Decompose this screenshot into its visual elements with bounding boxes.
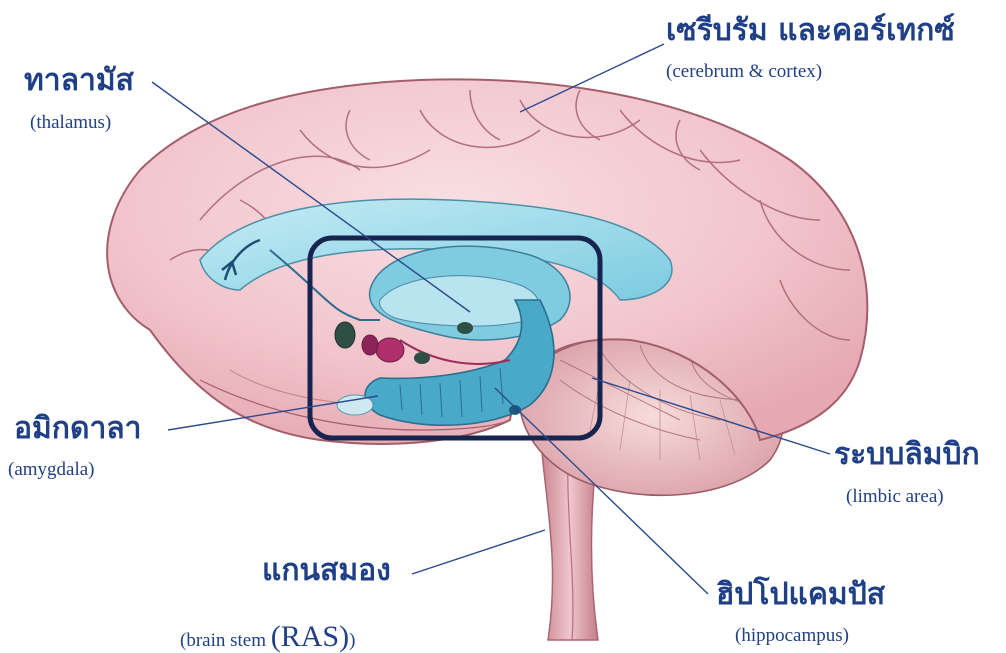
brainstem-english-ras: (RAS) [271,620,349,653]
label-cerebrum-english: (cerebrum & cortex) [666,62,822,81]
label-limbic-english: (limbic area) [846,487,944,506]
leader-line-brainstem [412,530,545,574]
label-cerebrum-thai: เซรีบรัม และคอร์เทกซ์ [666,16,955,46]
brainstem-english-prefix: (brain stem [180,630,271,651]
label-thalamus-english: (thalamus) [30,113,111,132]
label-hippocampus-english: (hippocampus) [735,626,849,645]
amygdala-shape [376,338,404,362]
brainstem-english-suffix: ) [349,630,355,651]
label-brainstem-thai: แกนสมอง [262,556,391,586]
label-limbic-thai: ระบบลิมบิก [834,440,980,470]
label-amygdala-thai: อมิกดาลา [14,414,142,444]
label-brainstem-english: (brain stem (RAS)) [180,622,355,652]
label-thalamus-thai: ทาลามัส [24,66,134,96]
label-amygdala-english: (amygdala) [8,460,95,479]
label-hippocampus-thai: ฮิปโปแคมปัส [716,580,885,610]
